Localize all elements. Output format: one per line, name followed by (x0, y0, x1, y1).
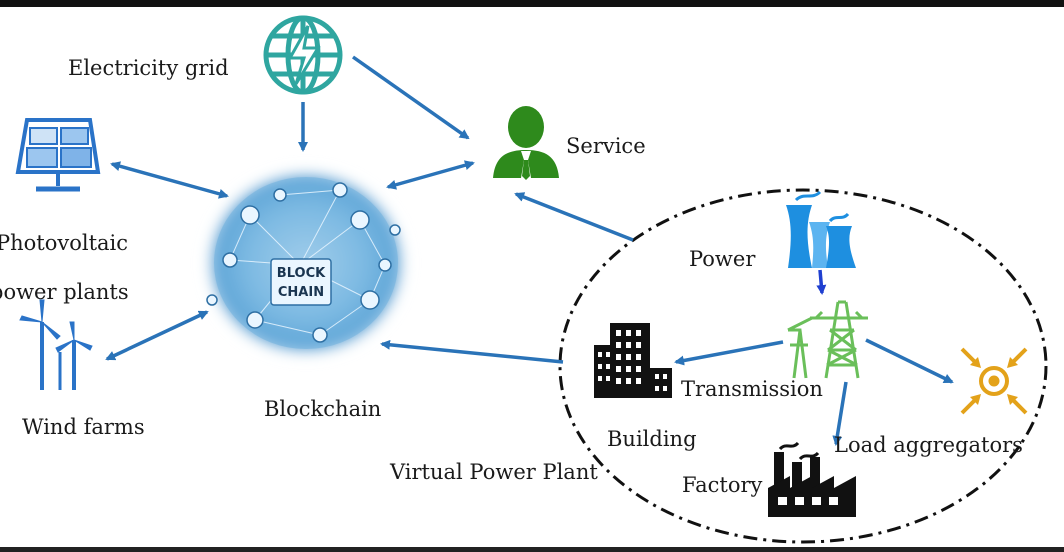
label-factory: Factory (682, 473, 763, 497)
label-building: Building (607, 427, 697, 451)
solar-panel-icon (15, 118, 101, 192)
arrow-transmission-to-aggregators (865, 338, 954, 384)
power-plant-icon (786, 190, 856, 268)
building-icon (594, 323, 672, 398)
arrow-vpp-to-service (514, 192, 634, 242)
load-aggregator-icon (960, 347, 1028, 415)
wind-turbines-icon (19, 299, 93, 390)
label-load-aggregators: Load aggregators (834, 433, 1023, 457)
arrow-blockchain-service (386, 160, 475, 190)
arrow-vpp-to-blockchain (380, 339, 564, 364)
blockchain-network-image: BLOCK CHAIN (202, 166, 410, 360)
arrow-transmission-to-factory (832, 381, 848, 446)
label-photovoltaic-line1: Photovoltaic (0, 231, 129, 255)
arrow-grid-to-service (351, 55, 470, 140)
virtual-power-plant-boundary (558, 188, 1048, 544)
arrow-transmission-to-building (674, 340, 784, 366)
label-photovoltaic-line2: power plants (0, 280, 129, 304)
electricity-grid-icon (263, 15, 343, 95)
blockchain-core-line2: CHAIN (278, 285, 324, 300)
transmission-tower-icon (787, 300, 868, 379)
label-virtual-power-plant: Virtual Power Plant (390, 460, 598, 484)
blockchain-core-line1: BLOCK (277, 266, 326, 281)
bottom-border (0, 547, 1064, 552)
label-transmission: Transmission (681, 377, 823, 401)
label-electricity-grid: Electricity grid (68, 56, 229, 80)
factory-icon (768, 441, 856, 517)
label-blockchain: Blockchain (264, 397, 382, 421)
label-power: Power (689, 247, 756, 271)
arrow-wind-blockchain (105, 310, 209, 361)
label-wind-farms: Wind farms (22, 415, 145, 439)
service-person-icon (493, 106, 559, 180)
arrow-solar-blockchain (110, 161, 229, 199)
label-service: Service (566, 134, 646, 158)
arrow-power-to-transmission (816, 269, 827, 295)
connection-arrows (105, 55, 954, 446)
top-border (0, 0, 1064, 7)
